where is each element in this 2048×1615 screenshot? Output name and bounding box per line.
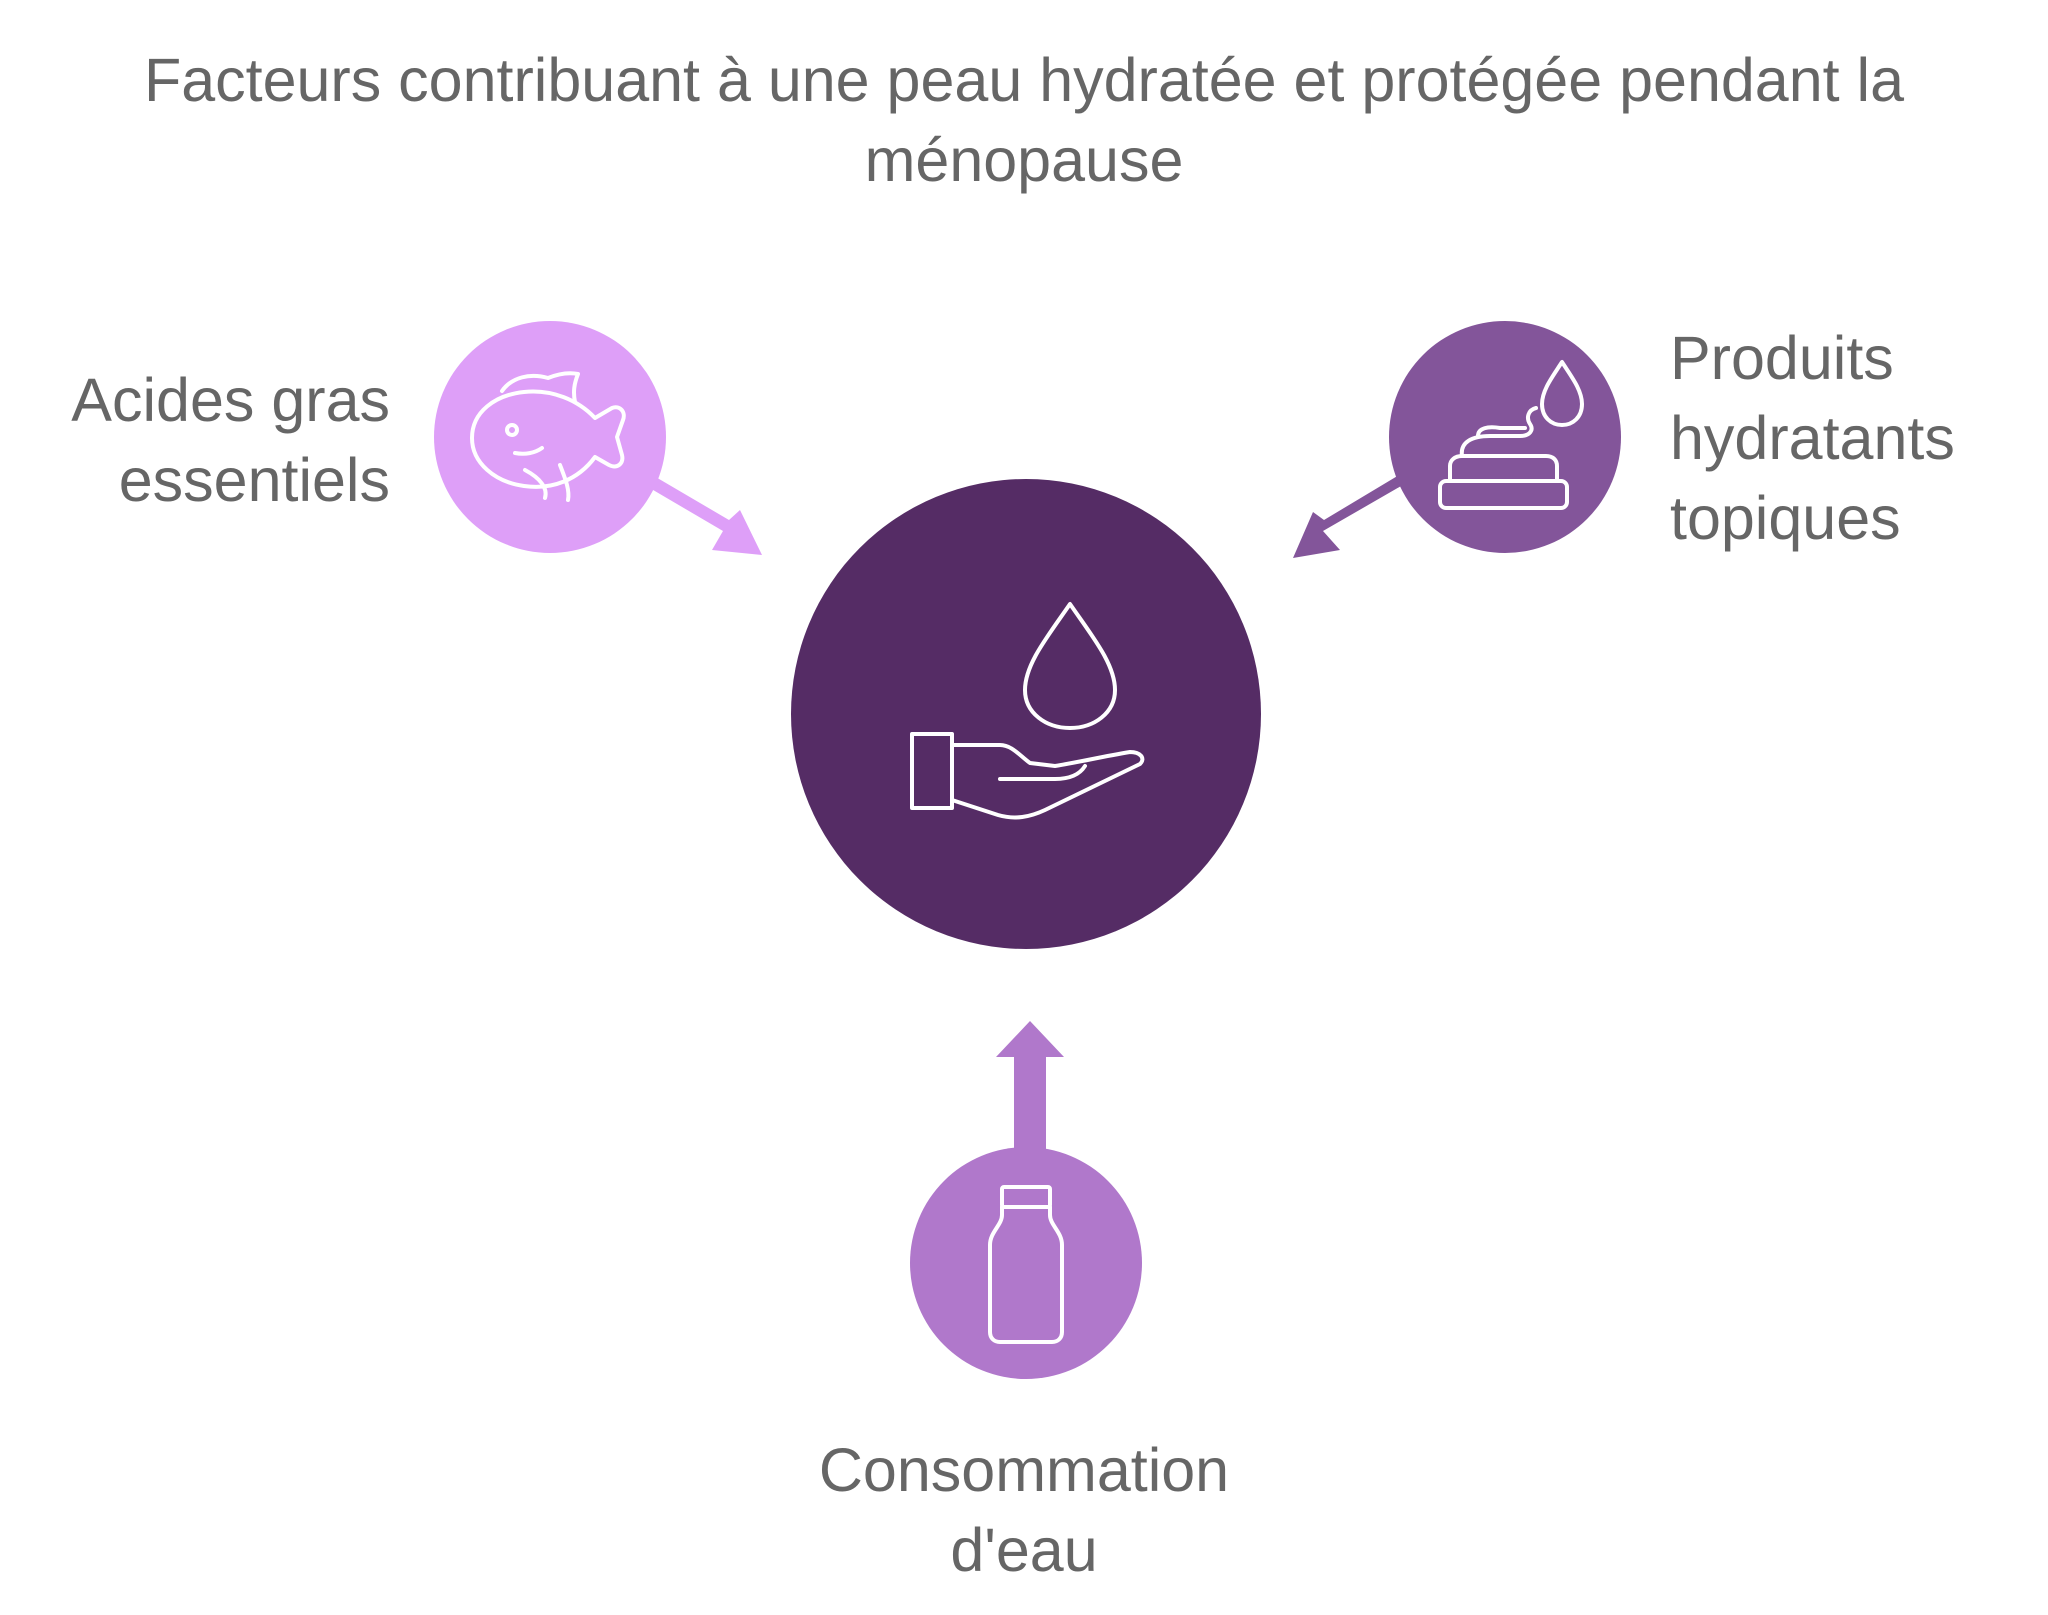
center-node	[791, 479, 1261, 949]
factor-label-line: topiques	[1670, 484, 1901, 552]
cream-jar-drop-icon	[1438, 360, 1584, 510]
factor-node-left	[434, 321, 666, 553]
factor-label-line: essentiels	[118, 446, 390, 514]
bottle-icon	[988, 1185, 1064, 1344]
arrow-right-to-center	[1293, 469, 1415, 558]
factor-label-line: d'eau	[950, 1516, 1098, 1584]
arrow-bottom-to-center	[996, 1021, 1064, 1156]
factor-node-bottom	[910, 1147, 1142, 1379]
diagram-title: Facteurs contribuant à une peau hydratée…	[143, 46, 1905, 194]
factor-label-left: Acides gras essentiels	[71, 360, 390, 520]
factor-node-right	[1389, 321, 1621, 553]
factor-label-line: Produits	[1670, 324, 1894, 392]
factor-label-right: Produits hydratants topiques	[1670, 318, 1955, 558]
factor-label-line: Acides gras	[71, 366, 390, 434]
factor-label-line: Consommation	[818, 1436, 1230, 1504]
factor-label-bottom: Consommation d'eau	[700, 1430, 1348, 1590]
hand-water-drop-icon	[910, 602, 1145, 820]
factor-label-line: hydratants	[1670, 404, 1955, 472]
fish-icon	[470, 371, 626, 502]
arrow-left-to-center	[648, 476, 762, 555]
